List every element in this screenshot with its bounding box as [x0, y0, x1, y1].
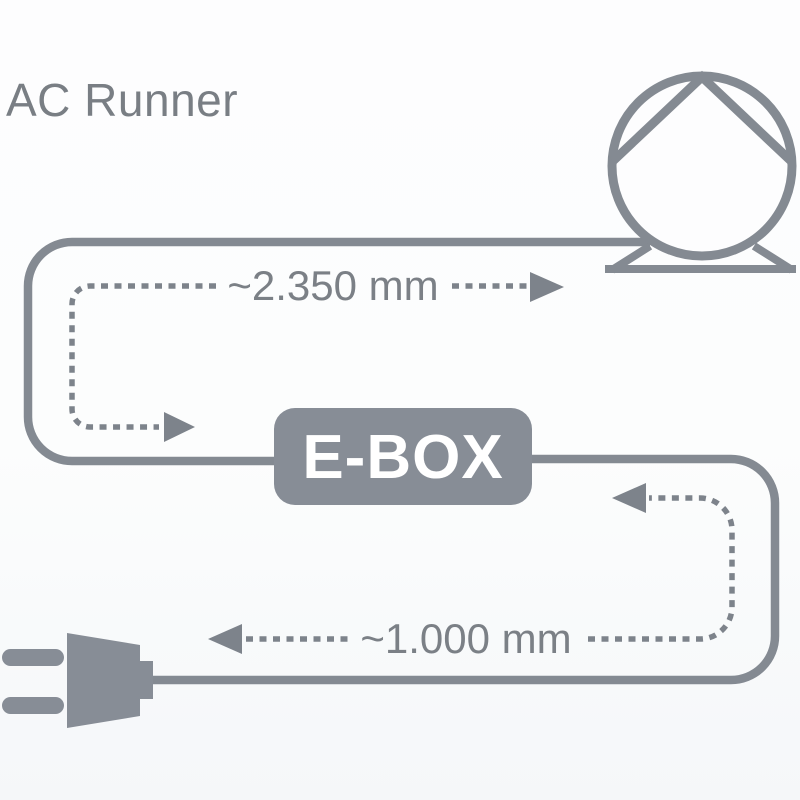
- measurement-route-top: [69, 272, 564, 442]
- ebox: E-BOX: [274, 408, 532, 505]
- ebox-label: E-BOX: [302, 423, 503, 492]
- page-title: AC Runner: [6, 74, 238, 126]
- power-plug-icon: [2, 633, 153, 728]
- ebox-shape: [274, 408, 532, 505]
- pump-circle: [607, 71, 797, 261]
- arrow-right-icon: [164, 412, 195, 442]
- dashed-line-bottom-right: [588, 495, 735, 642]
- arrow-right-icon: [530, 272, 564, 302]
- plug-body: [67, 633, 153, 728]
- dashed-line-top-left: [69, 283, 216, 430]
- arrow-left-icon: [612, 483, 646, 513]
- pump-triangle-chords: [609, 70, 795, 165]
- arrow-left-icon: [208, 624, 242, 654]
- plug-prong-bottom: [2, 697, 64, 714]
- cable-ebox-to-plug: [151, 454, 780, 685]
- plug-prong-top: [2, 649, 64, 666]
- cable-pump-to-ebox: [23, 237, 650, 466]
- pump-icon: [605, 70, 797, 274]
- plug-cable-length-label: ~1.000 mm: [360, 615, 571, 662]
- pump-cable-length-label: ~2.350 mm: [227, 262, 438, 309]
- measurement-route-bottom: [208, 483, 735, 654]
